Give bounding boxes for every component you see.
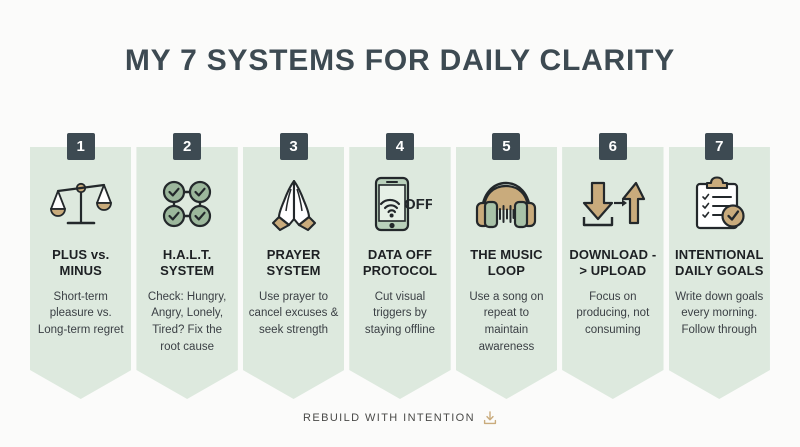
clipboard-checklist-icon <box>689 173 749 235</box>
card-number-badge: 6 <box>598 133 627 160</box>
svg-text:OFF: OFF <box>404 196 432 213</box>
system-card-6: 6 DOWNLOAD -> UPLOAD Focus on producing,… <box>562 133 664 399</box>
card-body-text: Short-term pleasure vs. Long-term regret <box>37 290 124 336</box>
four-checkmark-nodes-icon <box>159 173 215 235</box>
card-heading: PLUS vs. MINUS <box>52 247 110 279</box>
system-card-5: 5 THE MUS <box>455 133 558 399</box>
balance-scale-icon <box>49 173 112 235</box>
card-number-badge: 3 <box>279 133 308 160</box>
page-title: MY 7 SYSTEMS FOR DAILY CLARITY <box>124 44 676 77</box>
card-heading: DATA OFF PROTOCOL <box>362 247 438 279</box>
systems-card-list: 1 PLUS vs. MINUS Short-term pleasure vs.… <box>30 133 770 399</box>
download-tray-icon <box>483 411 497 425</box>
card-body-text: Focus on producing, not consuming <box>576 290 650 336</box>
card-number-badge: 2 <box>173 133 202 160</box>
card-heading: THE MUSIC LOOP <box>470 247 543 279</box>
footer: REBUILD WITH INTENTION <box>0 411 800 425</box>
card-number-badge: 5 <box>492 133 521 160</box>
card-body-text: Use a song on repeat to maintain awarene… <box>469 290 544 353</box>
headphones-icon <box>474 173 538 235</box>
card-number-badge: 7 <box>705 133 734 160</box>
card-body-text: Cut visual triggers by staying offline <box>364 290 436 336</box>
card-number-badge: 4 <box>385 133 414 160</box>
card-banner-shape <box>562 147 664 399</box>
card-body-text: Check: Hungry, Angry, Lonely, Tired? Fix… <box>147 290 227 353</box>
download-upload-arrows-icon <box>580 173 646 235</box>
system-card-1: 1 PLUS vs. MINUS Short-term pleasure vs.… <box>30 133 132 399</box>
system-card-7: 7 <box>668 133 770 399</box>
phone-wifi-off-icon: OFF <box>368 173 432 235</box>
card-heading: INTENTIONAL DAILY GOALS <box>674 247 764 279</box>
card-number-badge: 1 <box>66 133 95 160</box>
card-banner-shape <box>136 147 238 399</box>
system-card-2: 2 H.A.L.T. SYSTEM Check: <box>136 133 238 399</box>
card-body-text: Use prayer to cancel excuses & seek stre… <box>248 290 339 336</box>
card-body-text: Write down goals every morning. Follow t… <box>675 290 764 336</box>
card-heading: H.A.L.T. SYSTEM <box>160 247 215 279</box>
system-card-4: 4 OFF DATA OFF PROTOCOL Cut visual trigg… <box>349 133 451 399</box>
card-heading: PRAYER SYSTEM <box>266 247 321 279</box>
footer-text: REBUILD WITH INTENTION <box>303 412 475 424</box>
system-card-3: 3 PRAYER SYSTEM Use prayer to cancel exc… <box>242 133 345 399</box>
card-heading: DOWNLOAD -> UPLOAD <box>569 247 657 279</box>
praying-hands-icon <box>267 173 321 235</box>
